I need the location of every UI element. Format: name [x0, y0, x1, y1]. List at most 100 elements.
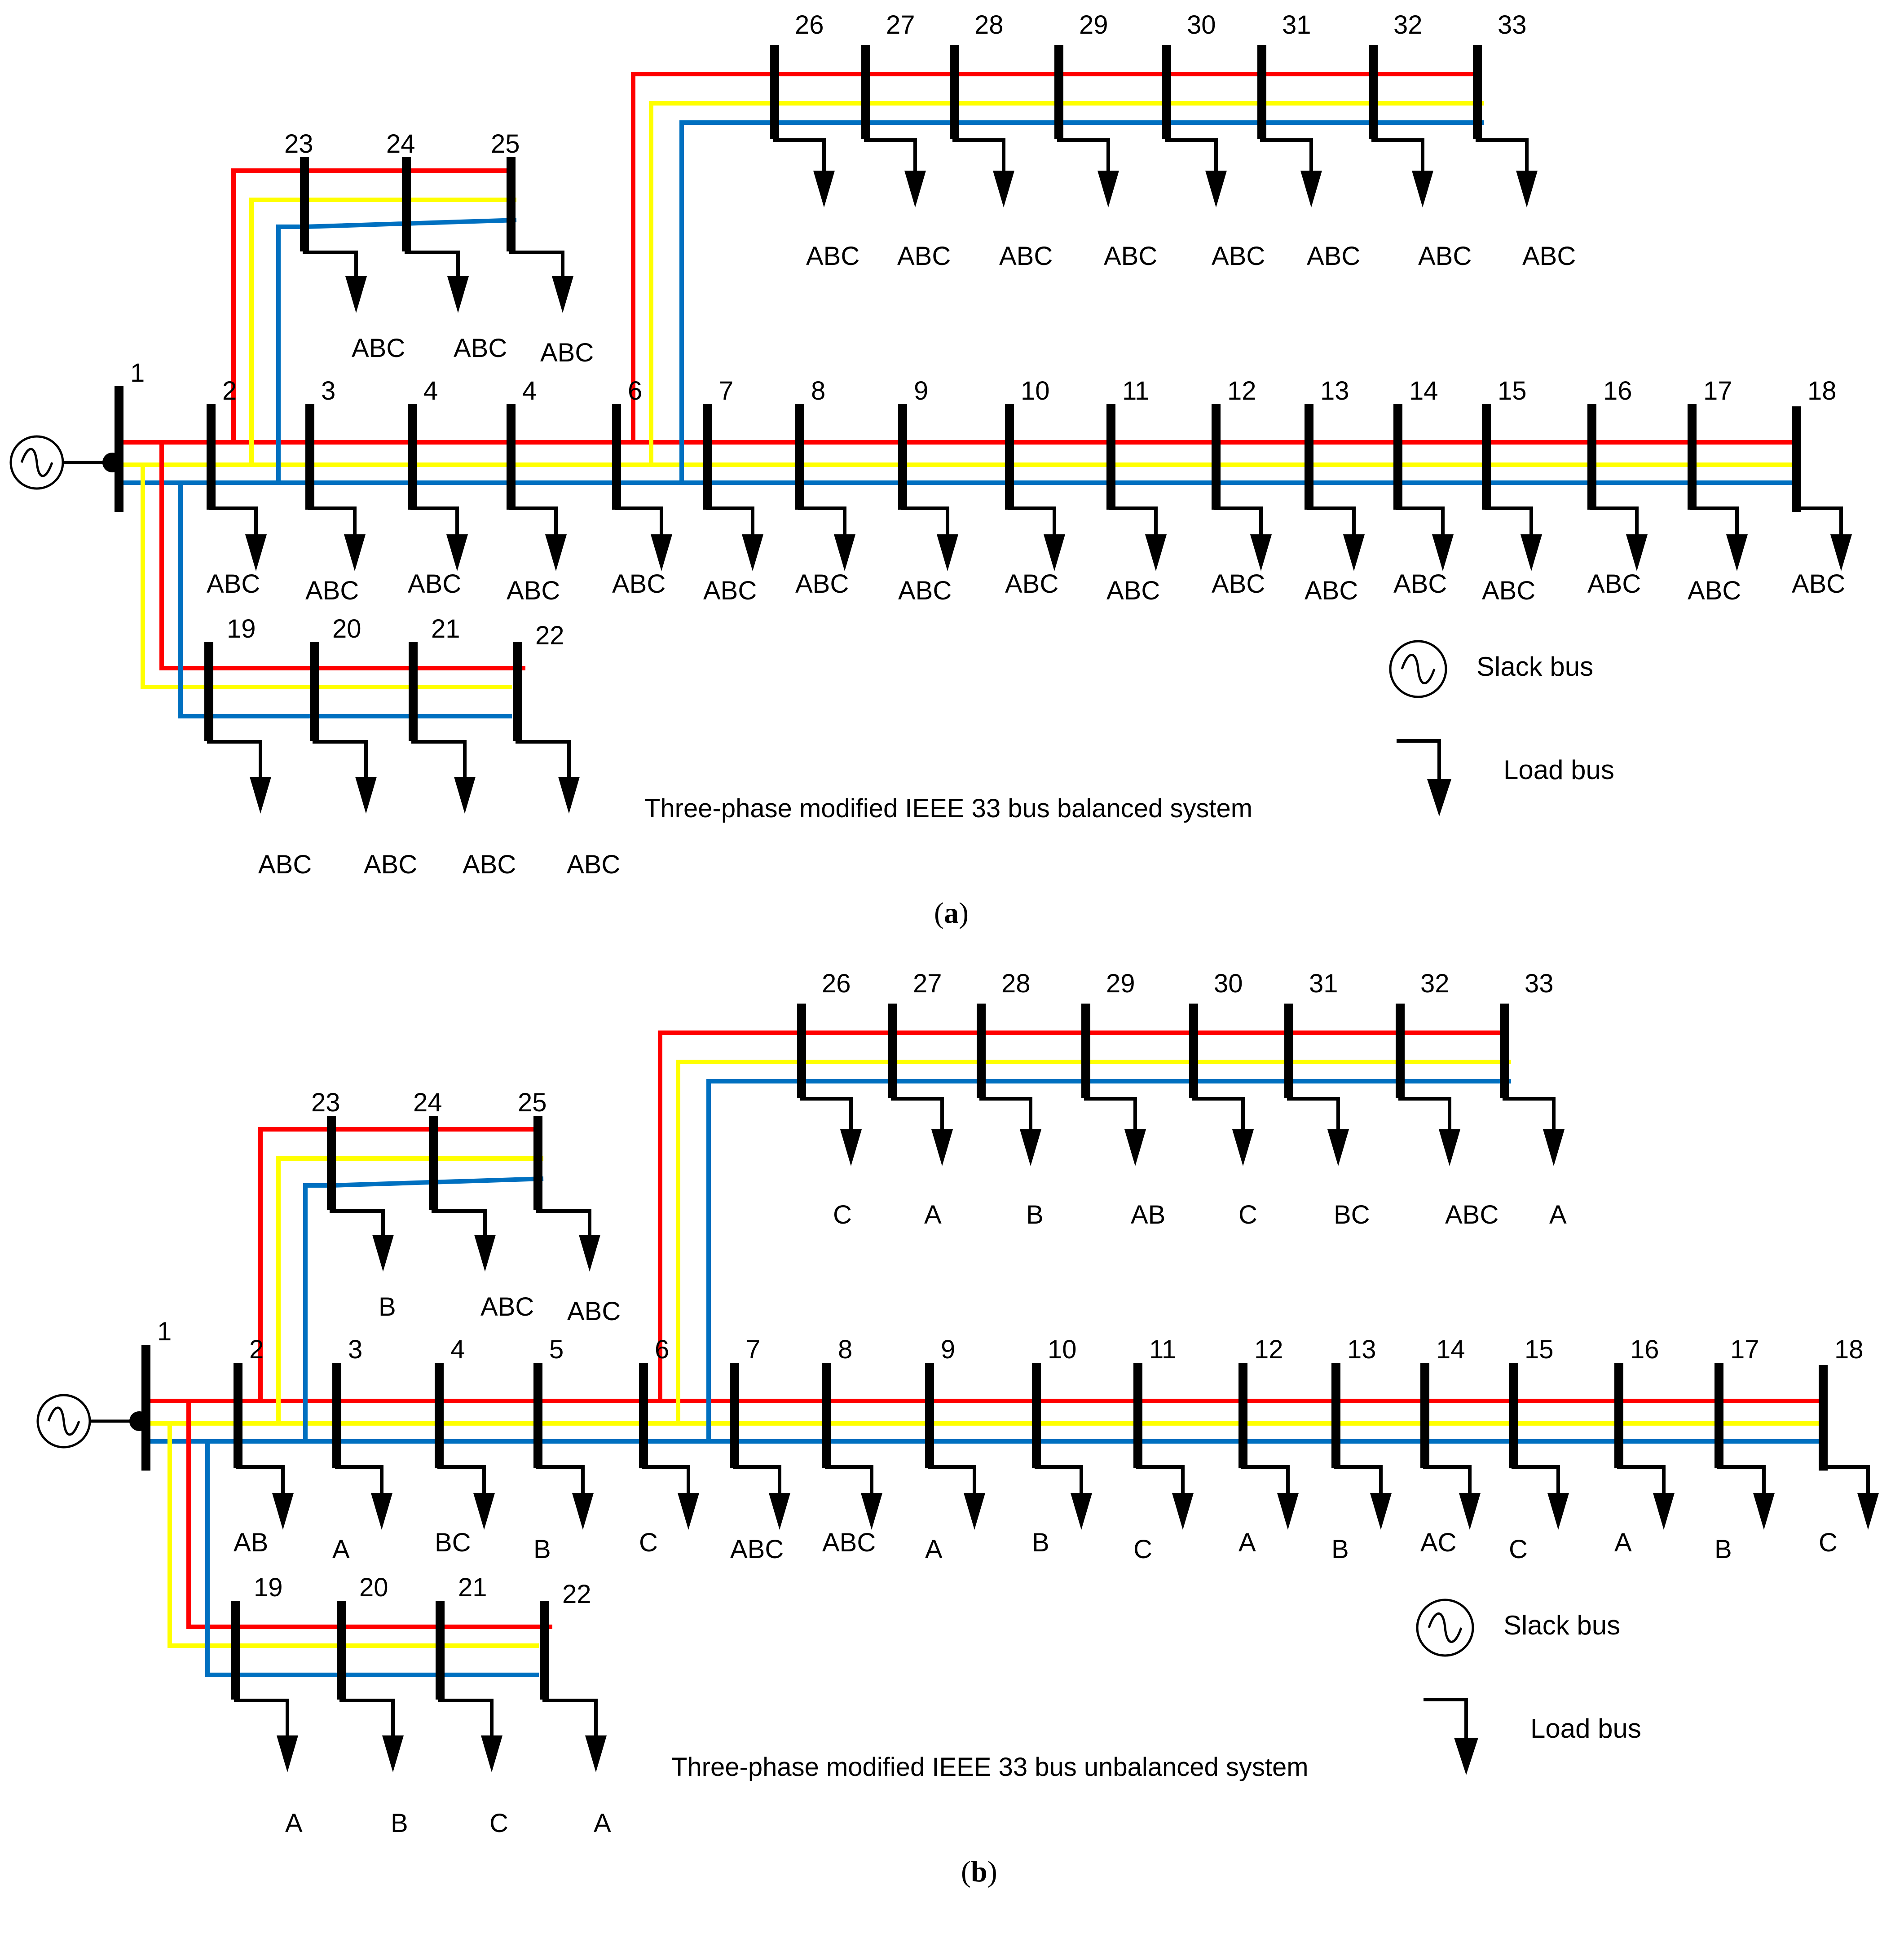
load-phase-label-2: AB — [234, 1528, 268, 1557]
load-line — [536, 1206, 591, 1235]
load-line — [411, 736, 467, 777]
bus-22 — [513, 642, 522, 741]
load-arrow-icon — [345, 276, 367, 313]
bus-label-26: 26 — [795, 10, 824, 40]
bus-label-8: 8 — [838, 1335, 852, 1364]
bus-label-14: 14 — [1409, 376, 1438, 405]
bus-label-12: 12 — [1227, 376, 1256, 405]
load-line — [1109, 503, 1158, 534]
load-arrow-icon — [454, 777, 476, 814]
load-phase-label-15: ABC — [1482, 576, 1535, 605]
phase-a-lateral-26 — [658, 1031, 1504, 1401]
load-phase-label-25: ABC — [567, 1297, 621, 1326]
load-bus-30 — [1165, 135, 1227, 207]
load-phase-label-9: A — [925, 1535, 943, 1564]
load-bus-27 — [864, 135, 926, 207]
phase-c-lateral-19 — [178, 483, 512, 718]
load-bus-13 — [1334, 1462, 1392, 1530]
load-arrow-icon — [1145, 534, 1167, 571]
bus-label-19: 19 — [227, 614, 256, 643]
load-phase-label-19: ABC — [258, 850, 312, 879]
load-bus-18 — [1821, 1462, 1879, 1530]
load-bus-22 — [542, 1695, 607, 1772]
load-bus-15 — [1485, 503, 1542, 571]
load-arrow-icon — [937, 534, 958, 571]
bus-label-27: 27 — [886, 10, 915, 40]
load-bus-33 — [1476, 135, 1538, 207]
load-line — [773, 135, 826, 171]
bus-label-22: 22 — [535, 621, 564, 650]
load-arrow-icon — [651, 534, 672, 571]
bus-13 — [1331, 1363, 1340, 1468]
bus-20 — [310, 642, 319, 741]
load-line — [1476, 135, 1529, 171]
bus-label-24: 24 — [413, 1088, 442, 1117]
load-arrow-icon — [834, 534, 855, 571]
load-line — [339, 1695, 395, 1735]
bus-31 — [1284, 1004, 1293, 1098]
bus-label-5: 5 — [549, 1335, 564, 1364]
bus-12 — [1212, 404, 1221, 510]
load-bus-5 — [536, 1462, 594, 1530]
bus-label-11: 11 — [1122, 376, 1149, 405]
load-arrow-icon — [1071, 1493, 1092, 1530]
bus-8 — [822, 1363, 831, 1468]
load-line — [1214, 503, 1263, 534]
bus-label-21: 21 — [458, 1573, 487, 1602]
load-line — [642, 1462, 690, 1493]
load-line — [798, 503, 846, 534]
load-phase-label-13: B — [1331, 1535, 1349, 1564]
load-phase-label-31: ABC — [1307, 242, 1360, 271]
load-phase-label-4: ABC — [408, 569, 461, 599]
load-phase-label-16: A — [1614, 1528, 1632, 1557]
load-arrow-icon — [1020, 1129, 1041, 1166]
bus-label-27: 27 — [913, 969, 942, 998]
load-line — [1307, 503, 1356, 534]
bus-label-18: 18 — [1834, 1335, 1864, 1364]
bus-21 — [409, 642, 418, 741]
panel-caption: (a) — [934, 897, 969, 929]
load-arrow-icon — [1653, 1493, 1675, 1530]
load-bus-17 — [1717, 1462, 1775, 1530]
bus-15 — [1509, 1363, 1518, 1468]
bus-3 — [332, 1363, 341, 1468]
load-arrow-icon — [1232, 1129, 1254, 1166]
load-arrow-icon — [1097, 171, 1119, 207]
bus-label-4: 4 — [450, 1335, 465, 1364]
load-arrow-icon — [1830, 534, 1852, 571]
load-arrow-icon — [1439, 1129, 1460, 1166]
load-bus-32 — [1398, 1093, 1460, 1166]
load-line — [1165, 135, 1218, 171]
load-arrow-icon — [813, 171, 835, 207]
load-line — [1485, 503, 1533, 534]
bus-6 — [639, 1363, 648, 1468]
load-bus-4 — [410, 503, 468, 571]
load-bus-4 — [437, 1462, 495, 1530]
bus-24 — [429, 1116, 438, 1210]
load-line — [1821, 1462, 1870, 1493]
load-bus-12 — [1214, 503, 1272, 571]
bus-32 — [1369, 45, 1378, 139]
bus-12 — [1238, 1363, 1247, 1468]
load-arrow-icon — [1343, 534, 1365, 571]
load-arrow-icon — [1543, 1129, 1565, 1166]
load-line — [1398, 1093, 1451, 1129]
load-line — [979, 1093, 1032, 1129]
bus-30 — [1189, 1004, 1198, 1098]
load-phase-label-8: ABC — [795, 569, 849, 599]
bus-9 — [898, 404, 907, 510]
load-line — [1260, 135, 1313, 171]
load-bus-3 — [308, 503, 366, 571]
bus-label-14: 14 — [1436, 1335, 1465, 1364]
phase-c-lateral-26 — [679, 120, 1484, 483]
bus-label-28: 28 — [1001, 969, 1031, 998]
load-arrow-icon — [579, 1235, 600, 1272]
load-bus-18 — [1794, 503, 1852, 571]
load-bus-17 — [1690, 503, 1748, 571]
load-bus-2 — [209, 503, 267, 571]
legend-load-line — [1397, 739, 1441, 779]
load-line — [1057, 135, 1110, 171]
phase-b-lateral-23 — [249, 198, 516, 465]
bus-32 — [1396, 1004, 1405, 1098]
load-bus-7 — [733, 1462, 790, 1530]
